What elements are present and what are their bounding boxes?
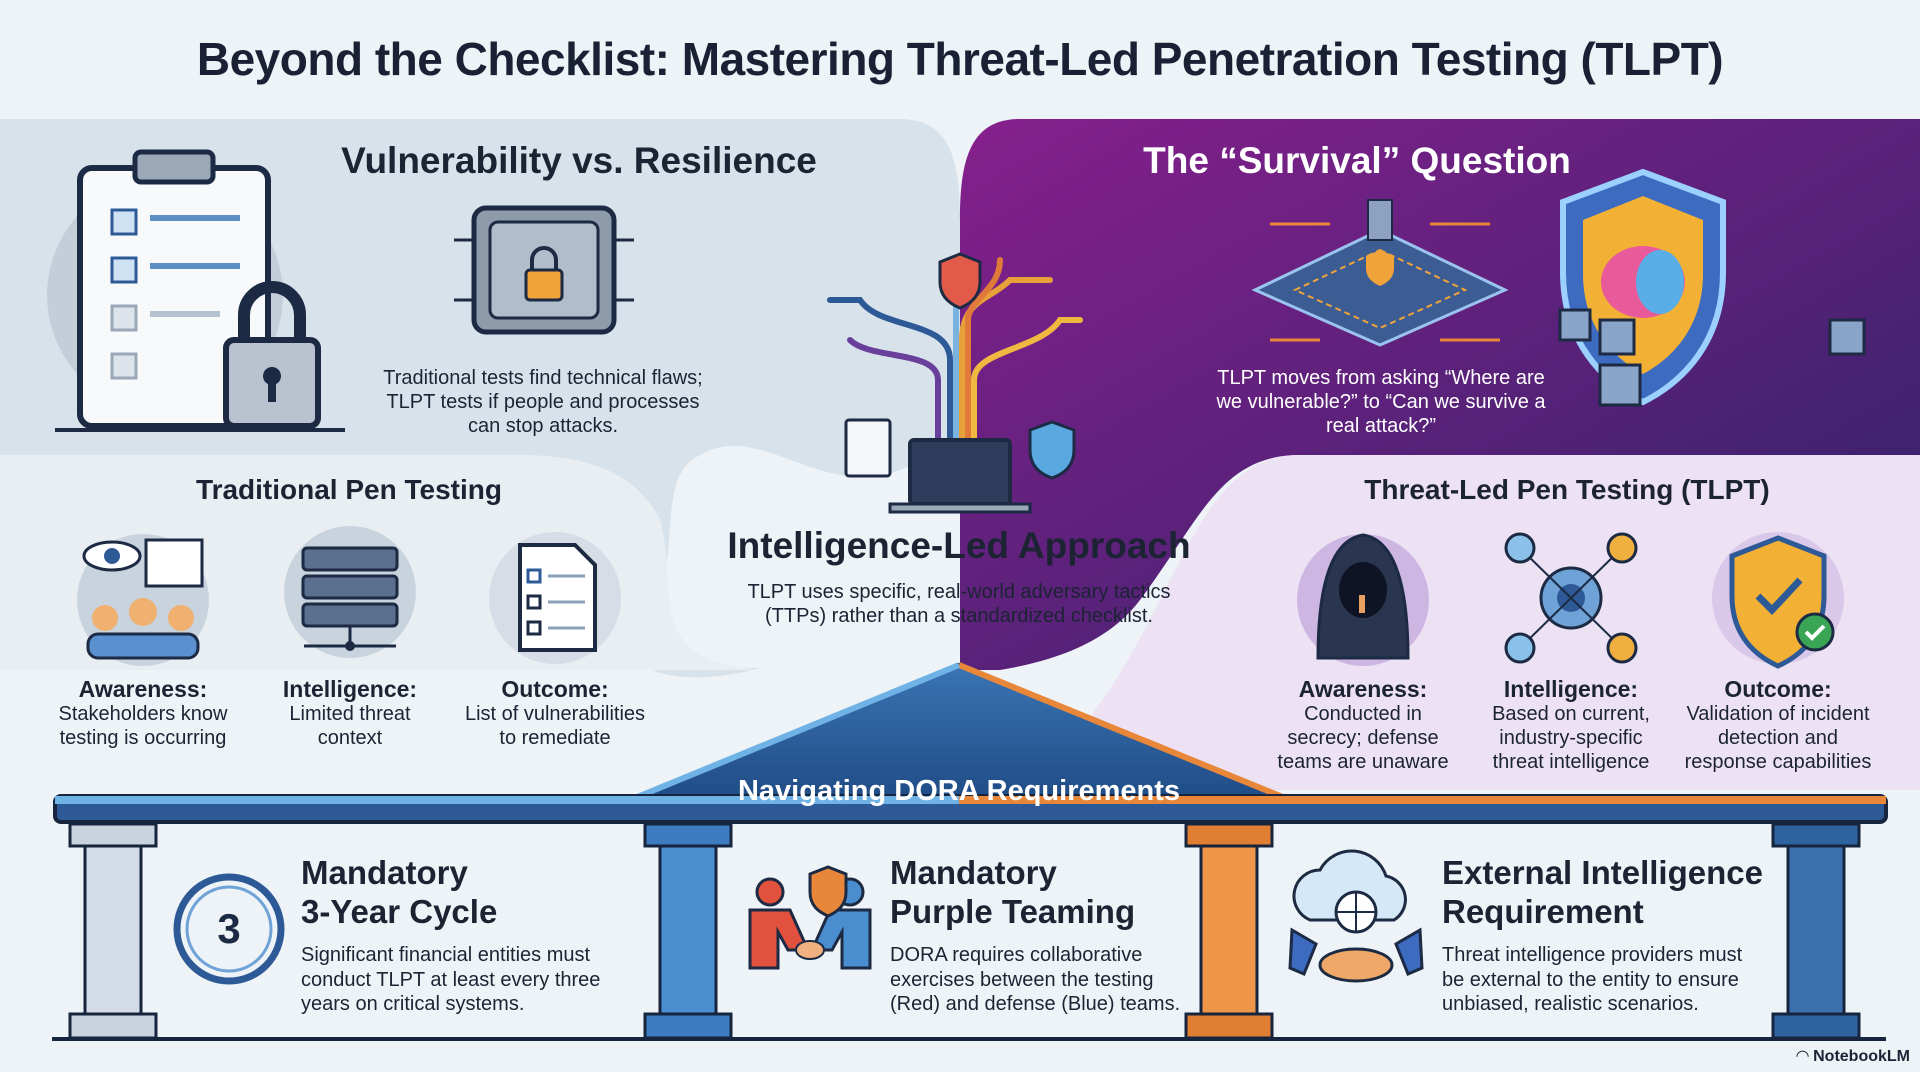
intelligence-led-description: TLPT uses specific, real-world adversary… <box>747 580 1170 628</box>
tlpt-intelligence: Intelligence: Based on current, industry… <box>1456 676 1686 774</box>
pillar-title: 3-Year Cycle <box>301 893 498 930</box>
safe-lock-icon <box>454 205 634 335</box>
traditional-awareness: Awareness: Stakeholders know testing is … <box>28 676 258 750</box>
dora-heading: Navigating DORA Requirements <box>737 775 1181 807</box>
pillar-text: exercises between the testing <box>890 968 1154 991</box>
server-stack-icon <box>284 526 416 658</box>
desc-line: TLPT moves from asking “Where are <box>1217 367 1545 389</box>
item-text: Based on current, <box>1492 703 1650 725</box>
vulnerability-resilience-heading: Vulnerability vs. Resilience <box>341 140 817 181</box>
item-text: secrecy; defense <box>1287 727 1439 749</box>
vulnerability-resilience-description: Traditional tests find technical flaws; … <box>383 366 702 438</box>
pillar-4 <box>1771 822 1861 1040</box>
pillar-text: Threat intelligence providers must <box>1442 944 1743 966</box>
item-label: Awareness: <box>78 676 208 702</box>
item-text: testing is occurring <box>59 727 227 749</box>
item-text: industry-specific <box>1499 727 1643 749</box>
survival-question-description: TLPT moves from asking “Where are we vul… <box>1216 366 1545 438</box>
pillar-3-year-cycle: Mandatory 3-Year Cycle Significant finan… <box>301 853 600 1017</box>
pillar-text: be external to the entity to ensure <box>1442 968 1739 991</box>
item-text: response capabilities <box>1684 751 1872 773</box>
clock-number: 3 <box>217 905 241 952</box>
people-eye-calendar-icon <box>77 534 209 666</box>
pillar-text: DORA requires collaborative <box>890 944 1143 966</box>
item-text: context <box>317 727 383 749</box>
item-label: Outcome: <box>1724 676 1832 702</box>
watermark-text: NotebookLM <box>1813 1048 1910 1065</box>
desc-line: can stop attacks. <box>467 415 619 437</box>
item-text: Stakeholders know <box>58 703 228 725</box>
item-text: Conducted in <box>1304 703 1422 725</box>
desc-line: we vulnerable?” to “Can we survive a <box>1216 391 1546 413</box>
item-label: Awareness: <box>1298 676 1428 702</box>
clock-3-icon <box>173 873 285 985</box>
tlpt-awareness: Awareness: Conducted in secrecy; defense… <box>1248 676 1478 774</box>
pillar-1 <box>68 822 158 1040</box>
cloud-handshake-icon <box>1288 849 1424 983</box>
item-label: Intelligence: <box>1503 676 1639 702</box>
item-text: Validation of incident <box>1686 703 1870 725</box>
pillar-text: years on critical systems. <box>301 993 525 1015</box>
item-text: to remediate <box>499 727 611 749</box>
traditional-outcome: Outcome: List of vulnerabilities to reme… <box>440 676 670 750</box>
brain-shield-icon <box>1558 168 1866 407</box>
pillar-title: Purple Teaming <box>890 893 1136 930</box>
desc-line: real attack?” <box>1325 415 1437 437</box>
item-text: threat intelligence <box>1492 751 1650 773</box>
item-text: List of vulnerabilities <box>464 703 646 725</box>
clipboard-padlock-icon <box>47 149 345 432</box>
desc-line: Traditional tests find technical flaws; <box>383 367 703 389</box>
pillar-external-intelligence: External Intelligence Requirement Threat… <box>1442 853 1763 1017</box>
survival-question-heading: The “Survival” Question <box>1143 140 1571 181</box>
page-title: Beyond the Checklist: Mastering Threat-L… <box>196 33 1724 85</box>
lavender-panel <box>1000 455 1920 790</box>
circuit-laptop-icon <box>827 252 1083 514</box>
pillar-text: Significant financial entities must <box>301 944 591 966</box>
traditional-intelligence: Intelligence: Limited threat context <box>235 676 465 750</box>
item-text: detection and <box>1717 727 1839 749</box>
pillar-title: Mandatory <box>301 854 468 891</box>
tlpt-outcome: Outcome: Validation of incident detectio… <box>1663 676 1893 774</box>
pillar-text: (Red) and defense (Blue) teams. <box>890 993 1181 1015</box>
pillar-text: conduct TLPT at least every three <box>301 968 601 991</box>
item-label: Intelligence: <box>282 676 418 702</box>
item-text: teams are unaware <box>1277 751 1449 773</box>
desc-line: TLPT uses specific, real-world adversary… <box>747 581 1171 603</box>
red-blue-handshake-icon <box>748 865 872 970</box>
desc-line: (TTPs) rather than a standardized checkl… <box>765 605 1153 627</box>
traditional-heading: Traditional Pen Testing <box>196 474 502 505</box>
network-board-icon <box>1251 199 1509 347</box>
network-hub-icon <box>1504 532 1638 664</box>
notebooklm-watermark: ◠ NotebookLM <box>1796 1046 1910 1066</box>
pillar-3 <box>1184 822 1274 1040</box>
checklist-document-icon <box>489 532 621 664</box>
pillar-text: unbiased, realistic scenarios. <box>1442 993 1699 1015</box>
pillar-title: Mandatory <box>890 854 1057 891</box>
hooded-hacker-icon <box>1297 533 1429 666</box>
item-label: Outcome: <box>501 676 609 702</box>
item-text: Limited threat <box>289 703 411 725</box>
tlpt-heading: Threat-Led Pen Testing (TLPT) <box>1364 474 1770 505</box>
pillar-title: Requirement <box>1442 893 1644 930</box>
notebooklm-logo-icon: ◠ <box>1796 1048 1814 1065</box>
pillar-title: External Intelligence <box>1442 854 1763 891</box>
shield-check-icon <box>1712 532 1844 669</box>
desc-line: TLPT tests if people and processes <box>386 391 700 413</box>
intelligence-led-heading: Intelligence-Led Approach <box>727 525 1191 566</box>
pillar-purple-teaming: Mandatory Purple Teaming DORA requires c… <box>890 853 1180 1017</box>
pillar-2 <box>643 822 733 1040</box>
